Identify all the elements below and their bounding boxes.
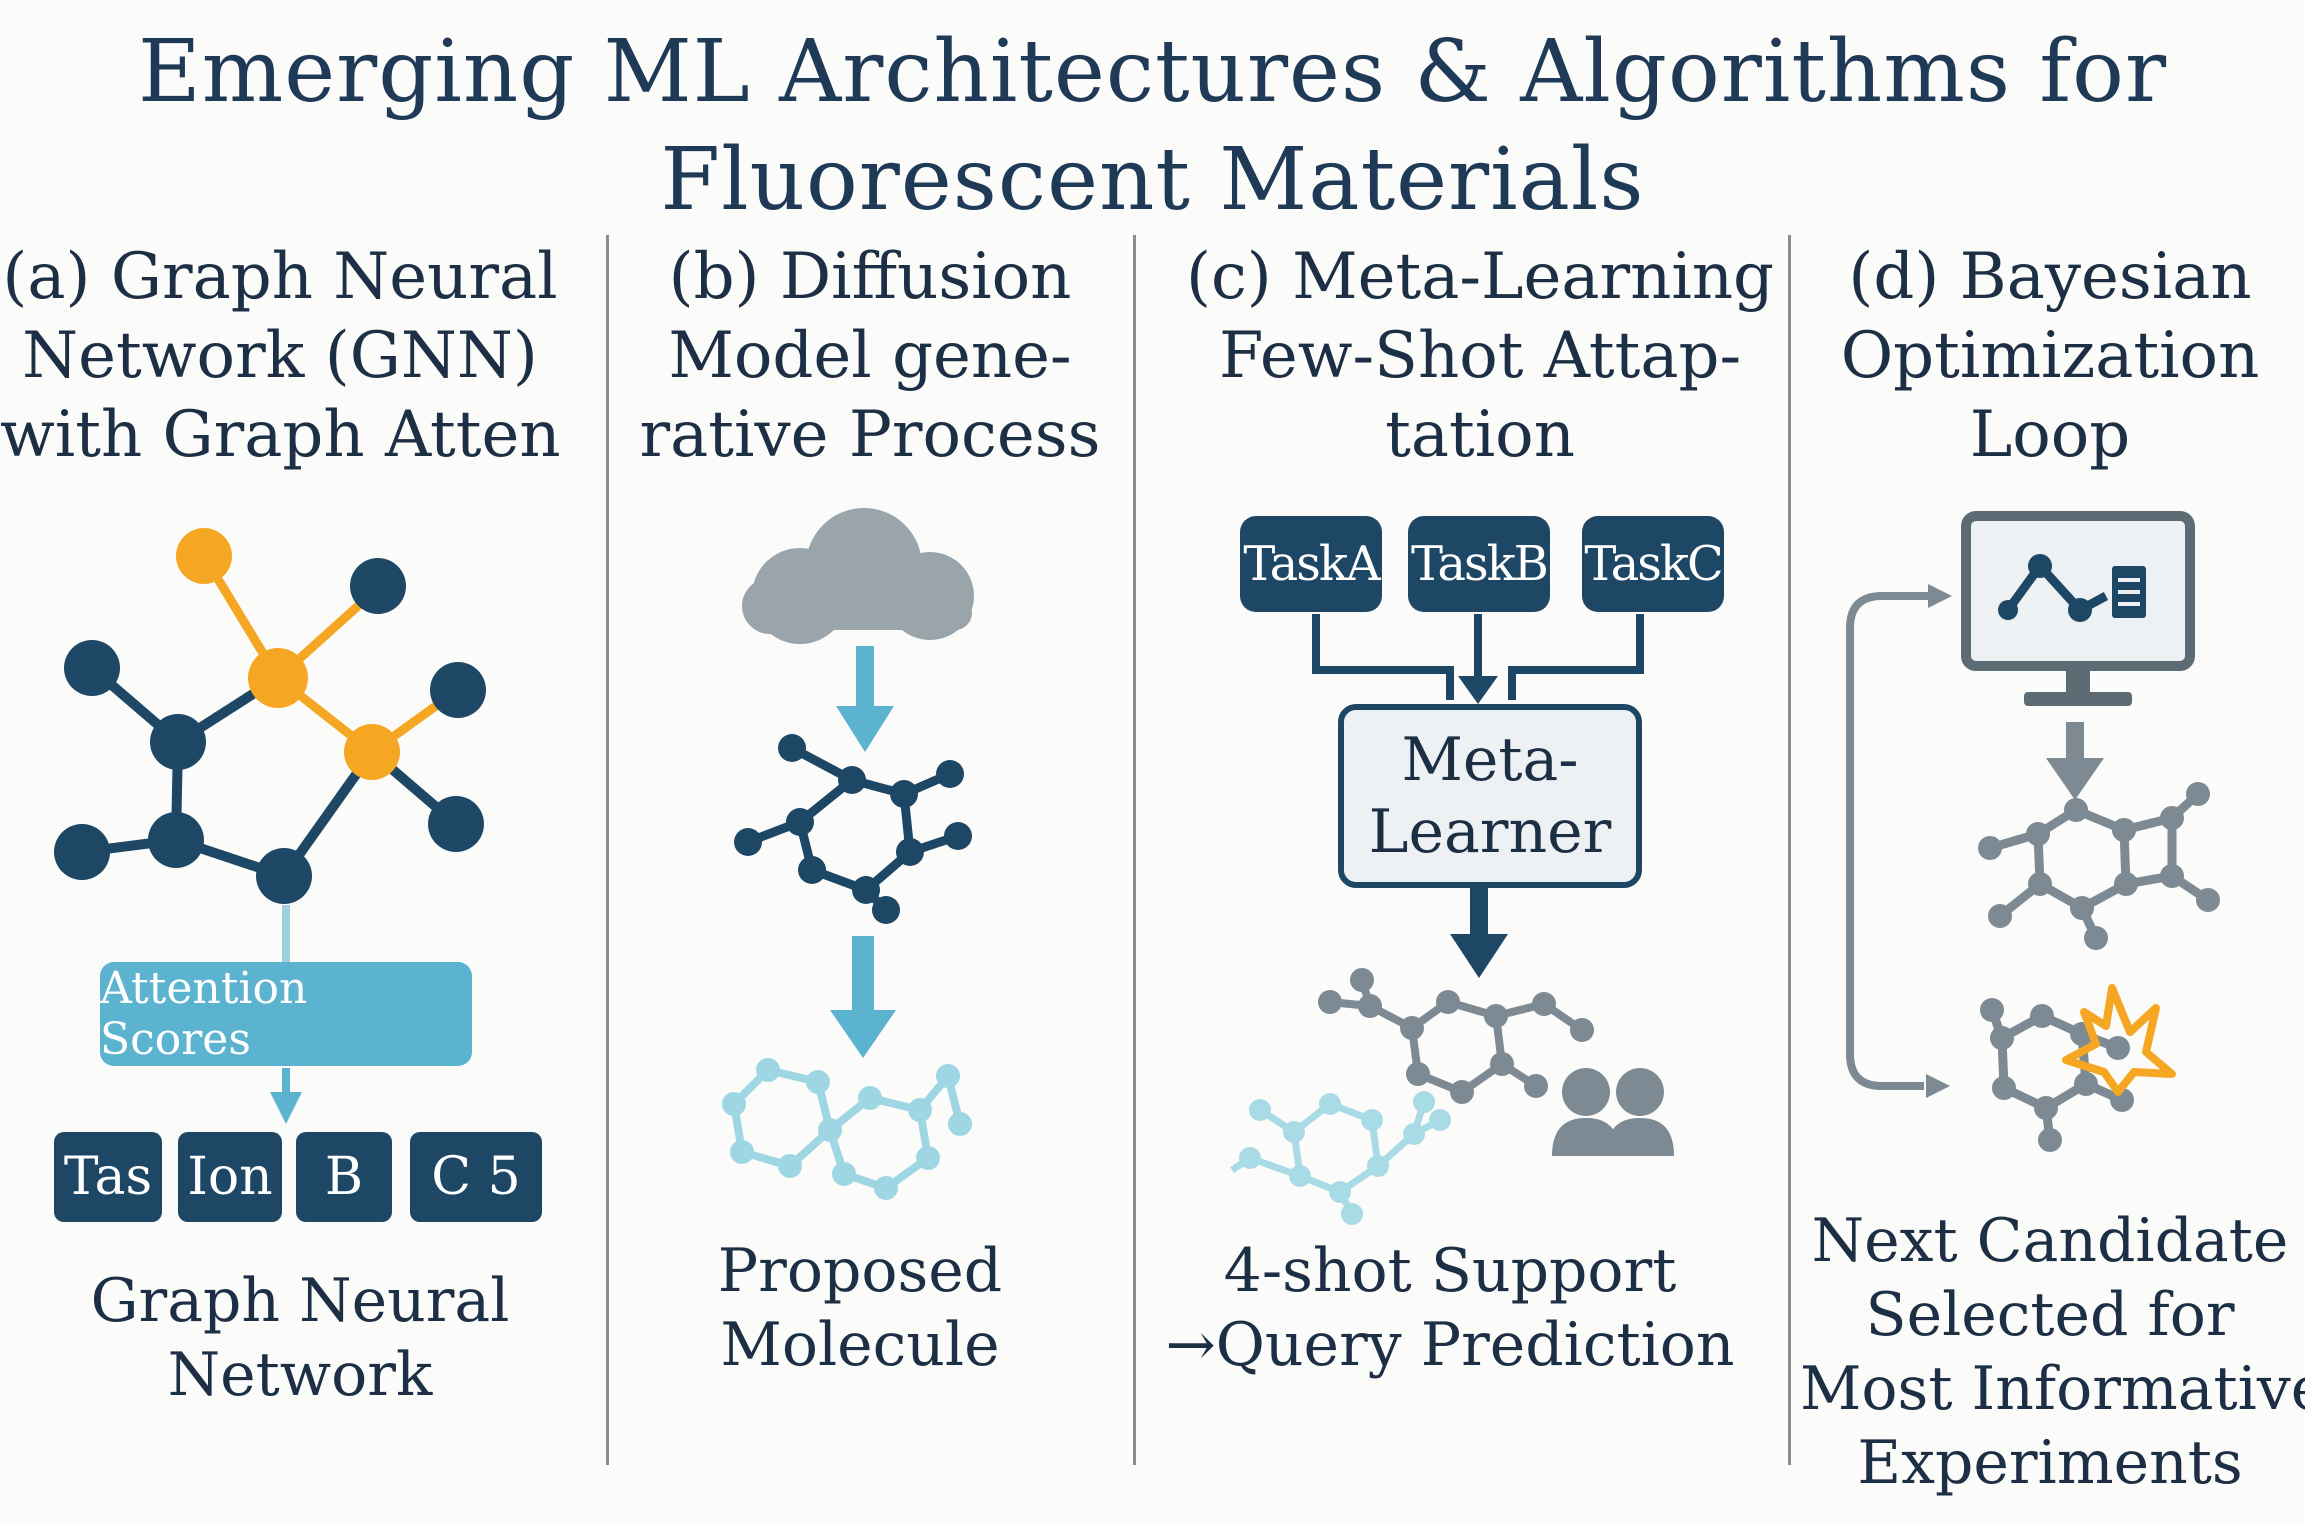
panel-c-title: (c) Meta-Learning Few-Shot Attap- tation [1185, 240, 1775, 472]
task-b-box: TaskB [1408, 516, 1550, 612]
attention-scores-box: Attention Scores [100, 962, 472, 1066]
figure-title: Emerging ML Architectures & Algorithms f… [0, 18, 2305, 234]
panel-divider-1 [606, 235, 609, 1465]
bo-arrow-down [2046, 722, 2104, 800]
cloud-icon [742, 508, 974, 644]
noisy-molecule-icon [734, 734, 972, 924]
figure-title-line-2: Fluorescent Materials [660, 130, 1645, 230]
output-chip: B [296, 1132, 392, 1222]
panel-d-caption: Next Candidate Selected for Most Informa… [1800, 1206, 2305, 1498]
panel-divider-3 [1788, 235, 1791, 1465]
bo-loop-arrow [1846, 584, 1952, 1098]
meta-arrow [1450, 888, 1508, 978]
graph-node [256, 848, 312, 904]
query-molecule-icon [1230, 1091, 1451, 1225]
candidate-molecule-icon [1978, 782, 2220, 950]
diffusion-arrow [836, 646, 894, 752]
graph-node [64, 640, 120, 696]
panel-c-caption: 4-shot Support →Query Prediction [1165, 1236, 1735, 1380]
panel-b-caption: Proposed Molecule [717, 1236, 1003, 1380]
attention-node [176, 528, 232, 584]
monitor-icon [1961, 511, 2195, 706]
graph-node [428, 796, 484, 852]
gnn-graph [54, 528, 486, 1124]
selected-molecule-icon [1980, 998, 2134, 1152]
panel-b-title: (b) Diffusion Model gene- rative Process [639, 240, 1101, 472]
panel-divider-2 [1133, 235, 1136, 1465]
task-connectors [1312, 614, 1644, 704]
graph-node [350, 558, 406, 614]
panel-a-caption: Graph Neural Network [90, 1266, 510, 1410]
graph-node [150, 714, 206, 770]
output-chip: Tas [54, 1132, 162, 1222]
graph-node [430, 662, 486, 718]
star-icon [2062, 984, 2176, 1096]
meta-learner-box: Meta- Learner [1338, 704, 1642, 888]
attention-node [248, 648, 308, 708]
users-icon [1552, 1068, 1674, 1156]
task-c-box: TaskC [1582, 516, 1724, 612]
output-chip: C 5 [410, 1132, 542, 1222]
attention-node [344, 724, 400, 780]
panel-a-title: (a) Graph Neural Network (GNN) with Grap… [0, 240, 561, 472]
task-a-box: TaskA [1240, 516, 1382, 612]
panel-d-title: (d) Bayesian Optimization Loop [1840, 240, 2260, 472]
support-molecule-icon [1318, 968, 1594, 1104]
figure-title-line-1: Emerging ML Architectures & Algorithms f… [137, 22, 2168, 122]
graph-node [54, 824, 110, 880]
diffusion-arrow-2 [830, 936, 896, 1058]
graph-node [148, 812, 204, 868]
output-chip: Ion [178, 1132, 282, 1222]
proposed-molecule-icon [722, 1058, 972, 1200]
